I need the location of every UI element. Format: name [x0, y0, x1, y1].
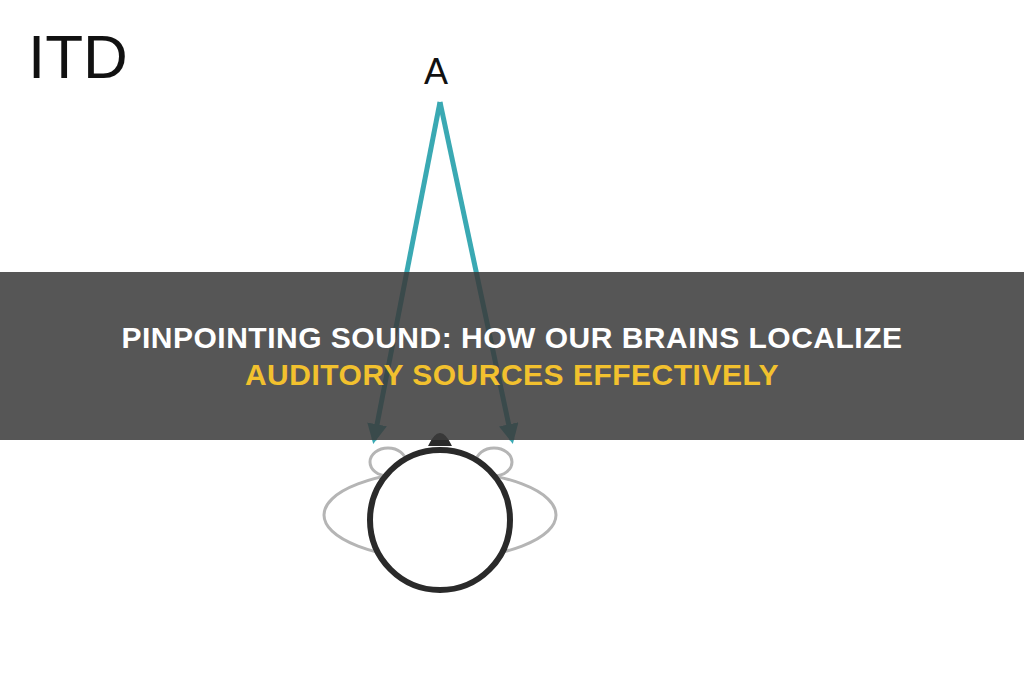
banner-heading: AUDITORY SOURCES EFFECTIVELY	[245, 356, 779, 394]
source-label: A	[424, 54, 448, 90]
head-circle	[370, 450, 510, 590]
diagram-label: ITD	[28, 26, 128, 88]
banner-heading: PINPOINTING SOUND: HOW OUR BRAINS LOCALI…	[122, 319, 903, 357]
title-band: PINPOINTING SOUND: HOW OUR BRAINS LOCALI…	[0, 272, 1024, 440]
